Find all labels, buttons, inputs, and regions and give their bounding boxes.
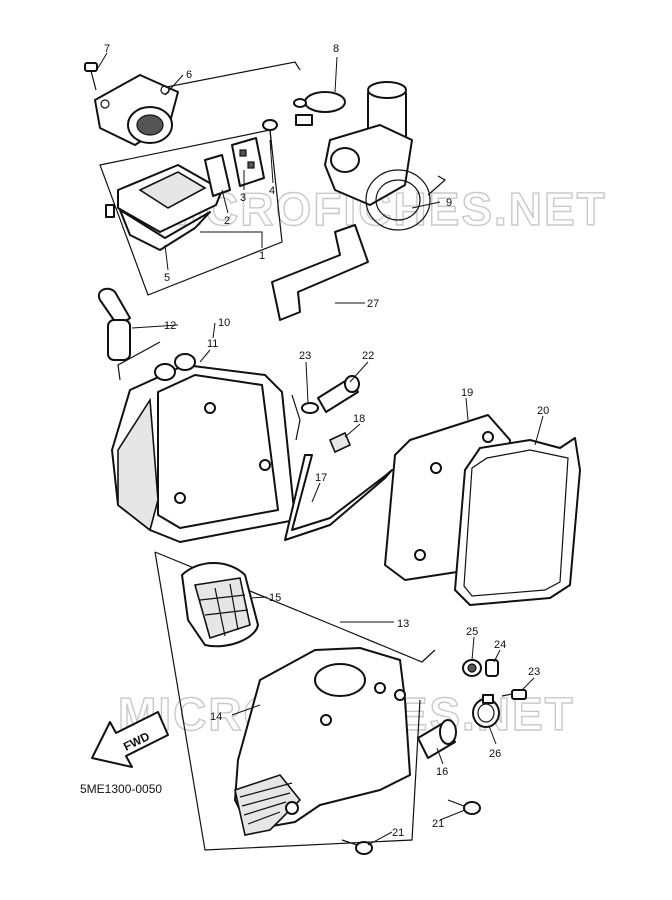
callout-11: 11 xyxy=(207,338,218,350)
callout-20: 20 xyxy=(537,405,549,417)
collar-25 xyxy=(485,659,499,677)
callout-10: 10 xyxy=(218,317,230,329)
lower-case xyxy=(234,647,411,836)
case-gasket-inner xyxy=(463,449,569,597)
diagram-code: 5ME1300-0050 xyxy=(80,782,162,796)
hose-clamp-27 xyxy=(472,694,500,728)
callout-17: 17 xyxy=(315,472,327,484)
small-clip xyxy=(301,402,319,414)
hose-clamp-8 xyxy=(293,91,346,126)
spring-clip xyxy=(365,169,447,231)
outlet-pipe xyxy=(417,719,457,759)
reed-plate xyxy=(231,137,265,187)
callout-23: 23 xyxy=(299,350,311,362)
manifold-bolt xyxy=(84,62,98,91)
callout-21-right: 21 xyxy=(432,818,444,830)
callout-8: 8 xyxy=(333,43,339,55)
drain-tube xyxy=(317,375,360,413)
reed-screw xyxy=(262,119,278,151)
screw-24 xyxy=(501,689,527,700)
leader-lines xyxy=(97,52,544,846)
callouts: 7 6 8 4 3 2 5 1 9 27 12 10 11 23 22 18 1… xyxy=(104,43,549,839)
drain-plug xyxy=(328,431,352,454)
callout-13: 13 xyxy=(397,618,409,630)
callout-26: 25 xyxy=(466,626,478,638)
callout-14: 14 xyxy=(210,711,222,723)
callout-22: 22 xyxy=(362,350,374,362)
callout-6: 6 xyxy=(186,69,192,81)
callout-25: 24 xyxy=(494,639,506,651)
hose-group-frame xyxy=(117,341,161,381)
grommet-26 xyxy=(462,659,482,677)
seal-strip xyxy=(284,454,393,541)
callout-19: 19 xyxy=(461,387,473,399)
callout-15: 15 xyxy=(269,592,281,604)
callout-28: 27 xyxy=(367,298,379,310)
callout-21-bottom: 21 xyxy=(392,827,404,839)
callout-24: 23 xyxy=(528,666,540,678)
intake-manifold xyxy=(94,74,179,146)
callout-4: 4 xyxy=(269,185,275,197)
callout-2: 2 xyxy=(224,215,230,227)
screw-21-right xyxy=(447,799,481,815)
callout-1: 1 xyxy=(259,250,265,262)
callout-12: 12 xyxy=(164,320,176,332)
callout-5: 5 xyxy=(164,272,170,284)
callout-9: 9 xyxy=(446,197,452,209)
reed-valve-block xyxy=(105,164,223,251)
bracket-plate xyxy=(271,224,369,321)
intake-hose xyxy=(97,287,131,361)
callout-3: 3 xyxy=(240,192,246,204)
case-frame-line xyxy=(291,394,301,441)
callout-7: 7 xyxy=(104,43,110,55)
callout-18: 18 xyxy=(353,413,365,425)
intake-duct xyxy=(181,562,259,648)
case-gasket xyxy=(454,437,581,606)
carburetor xyxy=(324,81,413,206)
reed-stopper xyxy=(204,154,231,197)
callout-27: 26 xyxy=(489,748,501,760)
callout-16: 16 xyxy=(436,766,448,778)
air-cleaner-case xyxy=(111,353,296,543)
